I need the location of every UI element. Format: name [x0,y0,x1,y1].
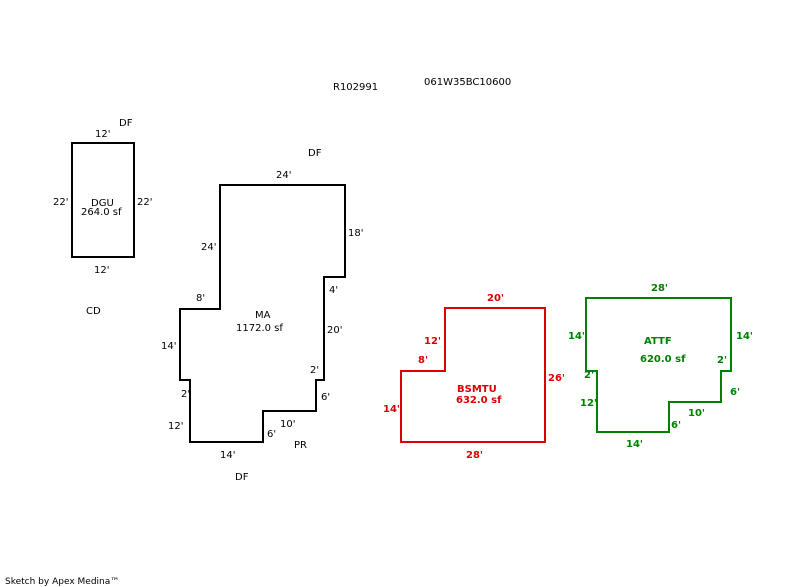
ma-dim-diag-10: 10' [280,419,295,430]
attf-area: 620.0 sf [640,354,686,365]
df-label-top: DF [308,148,322,159]
ma-area: 1172.0 sf [236,323,283,334]
ma-dim-left-14: 14' [161,341,176,352]
bsmtu-dim-bottom: 28' [466,450,483,461]
dgu-dim-left: 22' [53,197,68,208]
attf-dim-top: 28' [651,283,668,294]
cd-label: CD [86,306,101,317]
ma-dim-top: 24' [276,170,291,181]
bsmtu-code: BSMTU [457,384,497,395]
ma-dim-step-4: 4' [329,285,338,296]
dgu-sketch: DF 12' 22' 22' 12' DGU 264.0 sf [53,118,152,276]
bsmtu-dim-step-8: 8' [418,355,428,366]
ma-dim-right-upper: 18' [348,228,363,239]
attf-dim-step-6: 6' [730,387,740,398]
dgu-dim-top: 12' [95,129,110,140]
ma-dim-left-12: 12' [168,421,183,432]
ma-outline [179,184,346,443]
attf-outline [585,297,732,433]
map-tax-lot: 061W35BC10600 [424,77,511,88]
attf-dim-step-2-left: 2' [584,370,594,381]
attf-dim-right: 14' [736,331,753,342]
dgu-area: 264.0 sf [81,207,122,218]
account-id: R102991 [333,82,378,93]
ma-dim-step-6-bottom: 6' [267,429,276,440]
df-label-bottom: DF [235,472,249,483]
ma-code: MA [255,310,271,321]
attf-code: ATTF [644,336,672,347]
attf-dim-bottom: 14' [626,439,643,450]
ma-sketch: 24' 18' 4' 20' 2' 6' 10' 6' 14' 12' 2' 1… [161,170,363,461]
dgu-outline [71,142,135,258]
dgu-dim-bottom: 12' [94,265,109,276]
bsmtu-dim-top: 20' [487,293,504,304]
sketch-credit: Sketch by Apex Medina™ [5,577,119,587]
attf-dim-left: 14' [568,331,585,342]
attf-dim-step-2-right: 2' [717,355,727,366]
dgu-code: DGU [91,198,114,209]
ma-dim-right-mid: 20' [327,325,342,336]
ma-dim-left-2: 2' [181,389,190,400]
bsmtu-dim-step-12: 12' [424,336,441,347]
ma-dim-step-2-right: 2' [310,365,319,376]
bsmtu-dim-left: 14' [383,404,400,415]
ma-dim-bottom: 14' [220,450,235,461]
attf-sketch: 28' 14' 14' 2' 6' 10' 6' 14' 12' 2' ATTF… [568,283,753,450]
bsmtu-outline [400,307,546,443]
attf-dim-left-12: 12' [580,398,597,409]
dgu-df-label: DF [119,118,133,129]
bsmtu-area: 632.0 sf [456,395,502,406]
ma-dim-right-6: 6' [321,392,330,403]
ma-dim-step-8: 8' [196,293,205,304]
pr-label: PR [294,440,307,451]
attf-dim-step-10: 10' [688,408,705,419]
attf-dim-step-6-left: 6' [671,420,681,431]
ma-dim-left-24: 24' [201,242,216,253]
bsmtu-dim-right: 26' [548,373,565,384]
dgu-dim-right: 22' [137,197,152,208]
bsmtu-sketch: 20' 26' 28' 14' 8' 12' BSMTU 632.0 sf [383,293,565,461]
